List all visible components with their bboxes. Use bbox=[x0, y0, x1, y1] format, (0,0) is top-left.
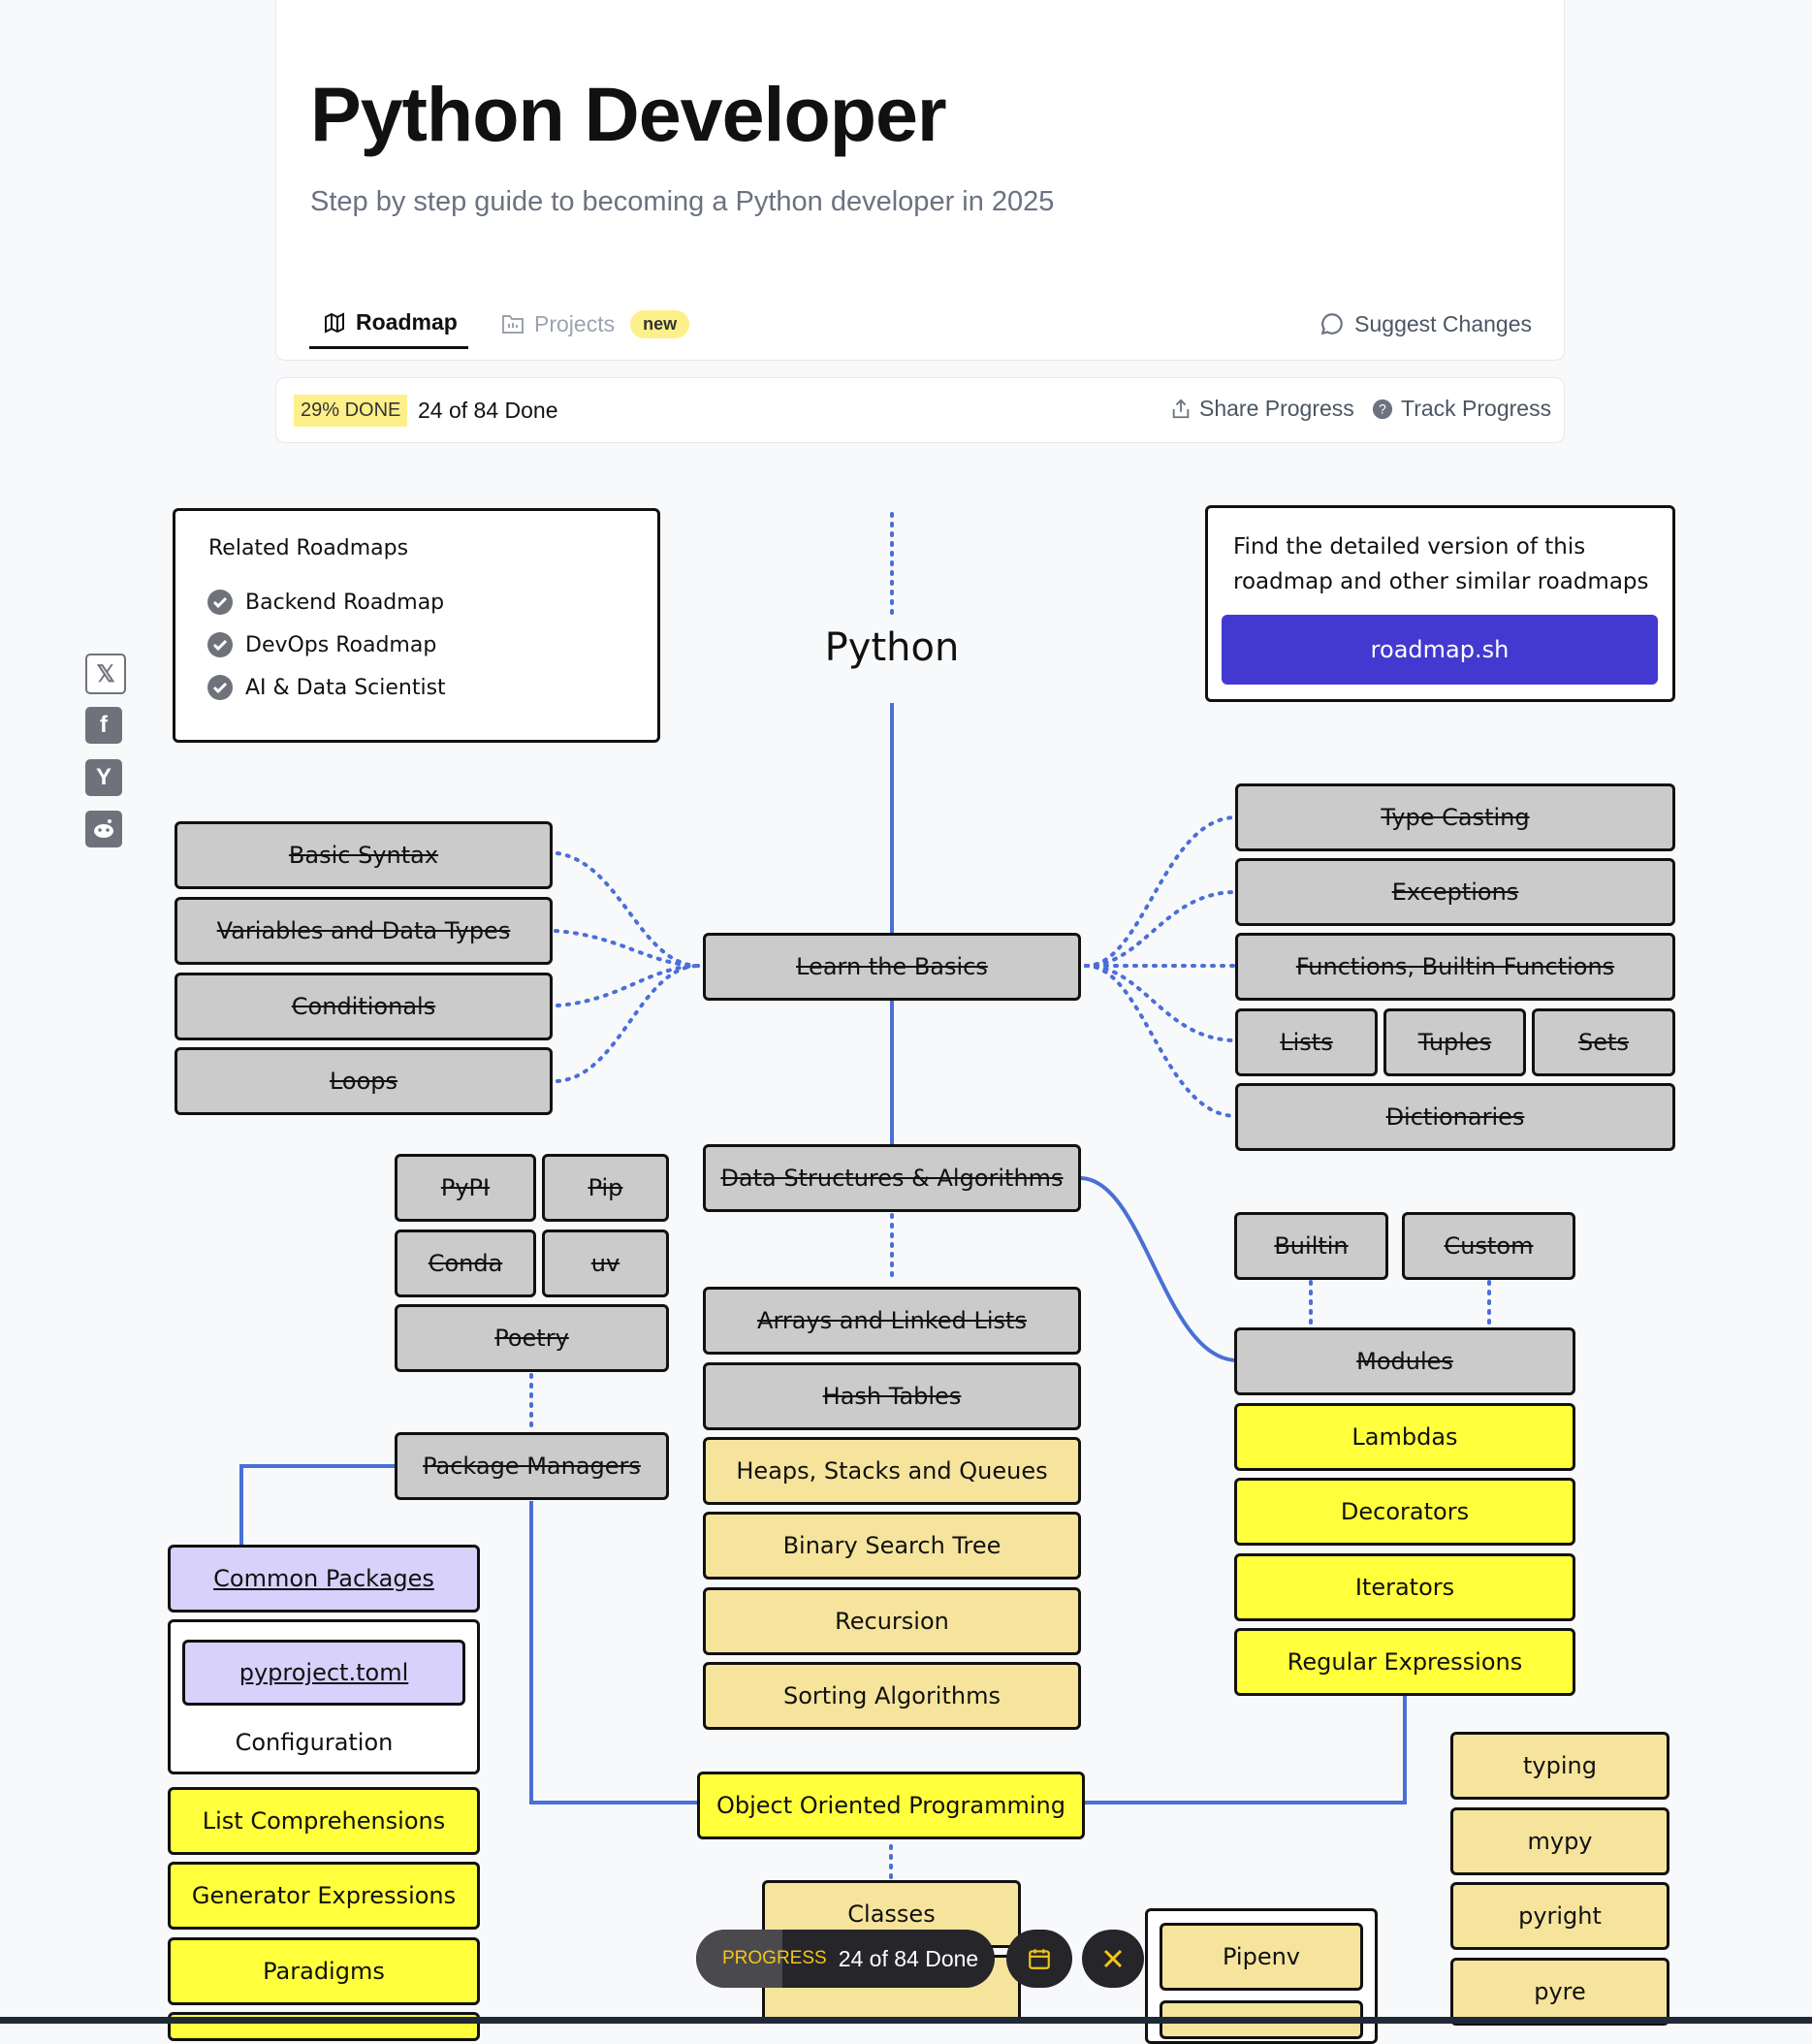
floating-progress-value: 24 of 84 Done bbox=[838, 1945, 979, 1971]
node-lists[interactable]: Lists bbox=[1235, 1008, 1378, 1076]
ycombinator-share-icon[interactable]: Y bbox=[85, 759, 122, 796]
node-mypy[interactable]: mypy bbox=[1450, 1807, 1669, 1875]
node-pipenv[interactable]: Pipenv bbox=[1160, 1923, 1363, 1991]
related-item-label: DevOps Roadmap bbox=[245, 632, 437, 657]
close-progress-button[interactable] bbox=[1082, 1930, 1144, 1988]
bottom-scrollbar bbox=[0, 2017, 1812, 2024]
node-functions-builtin-functions[interactable]: Functions, Builtin Functions bbox=[1235, 933, 1675, 1001]
floating-progress-bar: PROGRESS 24 of 84 Done bbox=[696, 1930, 995, 1988]
node-learn-the-basics[interactable]: Learn the Basics bbox=[703, 933, 1081, 1001]
promo-box: Find the detailed version of this roadma… bbox=[1205, 505, 1675, 702]
node-pypi[interactable]: PyPI bbox=[395, 1154, 536, 1222]
floating-progress-label: PROGRESS bbox=[722, 1948, 827, 1968]
node-hash-tables[interactable]: Hash Tables bbox=[703, 1362, 1081, 1430]
related-roadmaps-heading: Related Roadmaps bbox=[208, 536, 409, 560]
calendar-button[interactable] bbox=[1006, 1930, 1072, 1988]
root-title: Python bbox=[824, 625, 960, 670]
svg-text:?: ? bbox=[1379, 401, 1386, 416]
check-circle-icon bbox=[207, 632, 233, 657]
promo-text-line1: Find the detailed version of this bbox=[1233, 534, 1586, 559]
related-item-label: AI & Data Scientist bbox=[245, 675, 446, 700]
node-data-structures-algorithms[interactable]: Data Structures & Algorithms bbox=[703, 1144, 1081, 1212]
node-pyre[interactable]: pyre bbox=[1450, 1958, 1669, 2026]
node-pip[interactable]: Pip bbox=[542, 1154, 669, 1222]
node-paradigms[interactable]: Paradigms bbox=[168, 1937, 480, 2005]
node-iterators[interactable]: Iterators bbox=[1234, 1553, 1575, 1621]
node-variables-data-types[interactable]: Variables and Data Types bbox=[175, 897, 553, 965]
suggest-changes-label: Suggest Changes bbox=[1354, 310, 1532, 336]
node-decorators[interactable]: Decorators bbox=[1234, 1478, 1575, 1546]
share-progress-button[interactable]: Share Progress bbox=[1170, 396, 1354, 422]
node-heaps-stacks-queues[interactable]: Heaps, Stacks and Queues bbox=[703, 1437, 1081, 1505]
related-item-devops[interactable]: DevOps Roadmap bbox=[207, 631, 436, 658]
reddit-share-icon[interactable] bbox=[85, 811, 122, 847]
node-basic-syntax[interactable]: Basic Syntax bbox=[175, 821, 553, 889]
node-type-casting[interactable]: Type Casting bbox=[1235, 783, 1675, 851]
tab-roadmap[interactable]: Roadmap bbox=[309, 299, 468, 349]
related-item-label: Backend Roadmap bbox=[245, 590, 445, 615]
suggest-changes-button[interactable]: Suggest Changes bbox=[1319, 299, 1532, 349]
configuration-label: Configuration bbox=[235, 1729, 394, 1756]
node-builtin[interactable]: Builtin bbox=[1234, 1212, 1388, 1280]
tab-projects[interactable]: Projects new bbox=[501, 299, 690, 349]
related-item-ai-data[interactable]: AI & Data Scientist bbox=[207, 674, 446, 701]
node-tuples[interactable]: Tuples bbox=[1383, 1008, 1526, 1076]
calendar-icon bbox=[1029, 1949, 1050, 1969]
progress-card: 29% DONE 24 of 84 Done Share Progress ? … bbox=[275, 377, 1565, 443]
node-generator-expressions[interactable]: Generator Expressions bbox=[168, 1862, 480, 1930]
check-circle-icon bbox=[207, 590, 233, 615]
folder-icon bbox=[502, 315, 524, 334]
related-item-backend[interactable]: Backend Roadmap bbox=[207, 589, 444, 616]
node-sorting-algorithms[interactable]: Sorting Algorithms bbox=[703, 1662, 1081, 1730]
floating-progress-fill bbox=[696, 1930, 783, 1988]
help-icon: ? bbox=[1372, 399, 1393, 419]
node-sets[interactable]: Sets bbox=[1532, 1008, 1675, 1076]
node-exceptions[interactable]: Exceptions bbox=[1235, 858, 1675, 926]
environments-group: Pipenv bbox=[1145, 1908, 1378, 2044]
close-icon bbox=[1103, 1949, 1123, 1968]
node-modules[interactable]: Modules bbox=[1234, 1327, 1575, 1395]
promo-text-line2: roadmap and other similar roadmaps bbox=[1233, 569, 1649, 594]
node-package-managers[interactable]: Package Managers bbox=[395, 1432, 669, 1500]
tab-projects-label: Projects bbox=[534, 310, 616, 336]
new-badge: new bbox=[630, 309, 690, 338]
x-share-icon[interactable]: 𝕏 bbox=[85, 654, 126, 694]
related-roadmaps-box: Related Roadmaps Backend Roadmap DevOps … bbox=[173, 508, 660, 743]
node-typing[interactable]: typing bbox=[1450, 1732, 1669, 1800]
check-circle-icon bbox=[207, 675, 233, 700]
chat-icon bbox=[1320, 313, 1343, 335]
node-custom[interactable]: Custom bbox=[1402, 1212, 1575, 1280]
node-recursion[interactable]: Recursion bbox=[703, 1587, 1081, 1655]
done-count: 24 of 84 Done bbox=[418, 398, 558, 423]
node-regular-expressions[interactable]: Regular Expressions bbox=[1234, 1628, 1575, 1696]
page-title: Python Developer bbox=[310, 71, 947, 157]
percent-done-badge: 29% DONE bbox=[294, 395, 408, 427]
share-icon bbox=[1172, 399, 1190, 418]
facebook-share-icon[interactable]: f bbox=[85, 707, 122, 744]
tab-roadmap-label: Roadmap bbox=[356, 309, 458, 335]
node-dictionaries[interactable]: Dictionaries bbox=[1235, 1083, 1675, 1151]
track-progress-button[interactable]: ? Track Progress bbox=[1372, 396, 1551, 422]
track-progress-label: Track Progress bbox=[1401, 396, 1552, 421]
node-conda[interactable]: Conda bbox=[395, 1230, 536, 1297]
node-pyright[interactable]: pyright bbox=[1450, 1882, 1669, 1950]
roadmap-sh-button[interactable]: roadmap.sh bbox=[1222, 615, 1658, 685]
node-uv[interactable]: uv bbox=[542, 1230, 669, 1297]
configuration-group: pyproject.toml Configuration bbox=[168, 1619, 480, 1774]
node-list-comprehensions[interactable]: List Comprehensions bbox=[168, 1787, 480, 1855]
node-object-oriented-programming[interactable]: Object Oriented Programming bbox=[697, 1772, 1085, 1839]
node-pyproject-toml[interactable]: pyproject.toml bbox=[182, 1640, 465, 1706]
node-poetry[interactable]: Poetry bbox=[395, 1304, 669, 1372]
map-icon bbox=[325, 311, 344, 334]
node-lambdas[interactable]: Lambdas bbox=[1234, 1403, 1575, 1471]
header-card: Python Developer Step by step guide to b… bbox=[275, 0, 1565, 361]
share-progress-label: Share Progress bbox=[1199, 396, 1354, 421]
page-subtitle: Step by step guide to becoming a Python … bbox=[310, 186, 1055, 217]
node-binary-search-tree[interactable]: Binary Search Tree bbox=[703, 1512, 1081, 1580]
node-common-packages[interactable]: Common Packages bbox=[168, 1545, 480, 1613]
node-arrays-linked-lists[interactable]: Arrays and Linked Lists bbox=[703, 1287, 1081, 1355]
node-conditionals[interactable]: Conditionals bbox=[175, 973, 553, 1040]
node-loops[interactable]: Loops bbox=[175, 1047, 553, 1115]
